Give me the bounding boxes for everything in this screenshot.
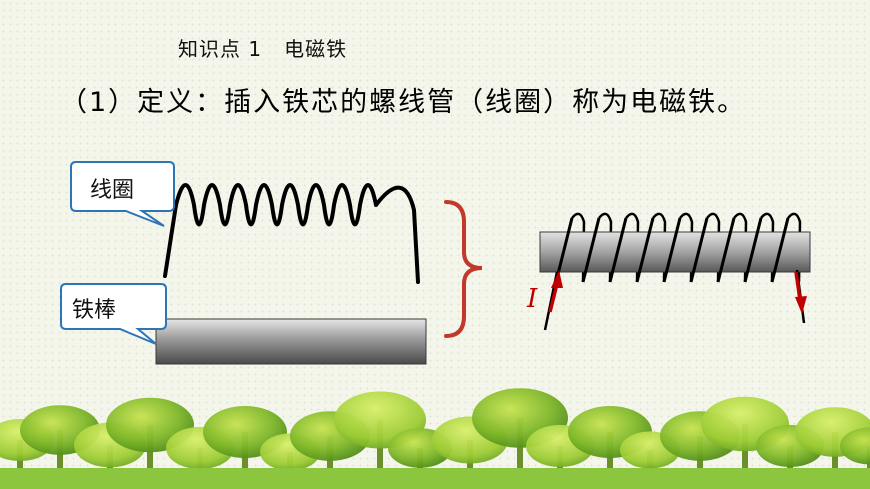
tree-trunk <box>557 446 563 489</box>
solenoid <box>539 212 811 331</box>
current-arrow-in <box>548 270 563 313</box>
topic-title: 知识点 1 电磁铁 <box>178 37 348 61</box>
tree-trunk <box>697 436 703 489</box>
tree-trunk <box>867 446 870 489</box>
tree-trunk <box>57 430 63 489</box>
callout-coil-label: 线圈 <box>90 178 135 203</box>
callout-bubble <box>60 283 167 345</box>
callout-bubble <box>70 161 175 227</box>
loose-coil <box>163 183 420 284</box>
tree-trunk <box>467 440 473 489</box>
tree-trunk <box>17 440 23 489</box>
tree-trunk <box>607 432 613 489</box>
tree-crown <box>840 427 870 465</box>
tree-trunk <box>517 418 523 489</box>
current-symbol: I <box>527 284 538 314</box>
definition-text: （1）定义：插入铁芯的螺线管（线圈）称为电磁铁。 <box>60 87 747 118</box>
tree-trunk <box>147 425 153 489</box>
tree-trunk <box>377 420 383 489</box>
callout-coil: 线圈 <box>70 160 180 230</box>
curly-brace <box>444 200 483 338</box>
callout-iron-rod: 铁棒 <box>60 282 172 348</box>
ground-strip <box>0 468 870 489</box>
callout-iron-rod-label: 铁棒 <box>72 298 117 323</box>
foliage-decoration <box>0 388 870 489</box>
iron-rod <box>155 318 427 365</box>
tree-trunk <box>242 432 248 489</box>
current-arrow-out <box>794 271 807 314</box>
tree-trunk <box>742 424 748 489</box>
tree-trunk <box>327 436 333 489</box>
tree-trunk <box>787 446 793 489</box>
solenoid-coil-front <box>554 217 790 283</box>
solenoid-coil-back <box>571 212 802 283</box>
tree-trunk <box>832 432 838 489</box>
